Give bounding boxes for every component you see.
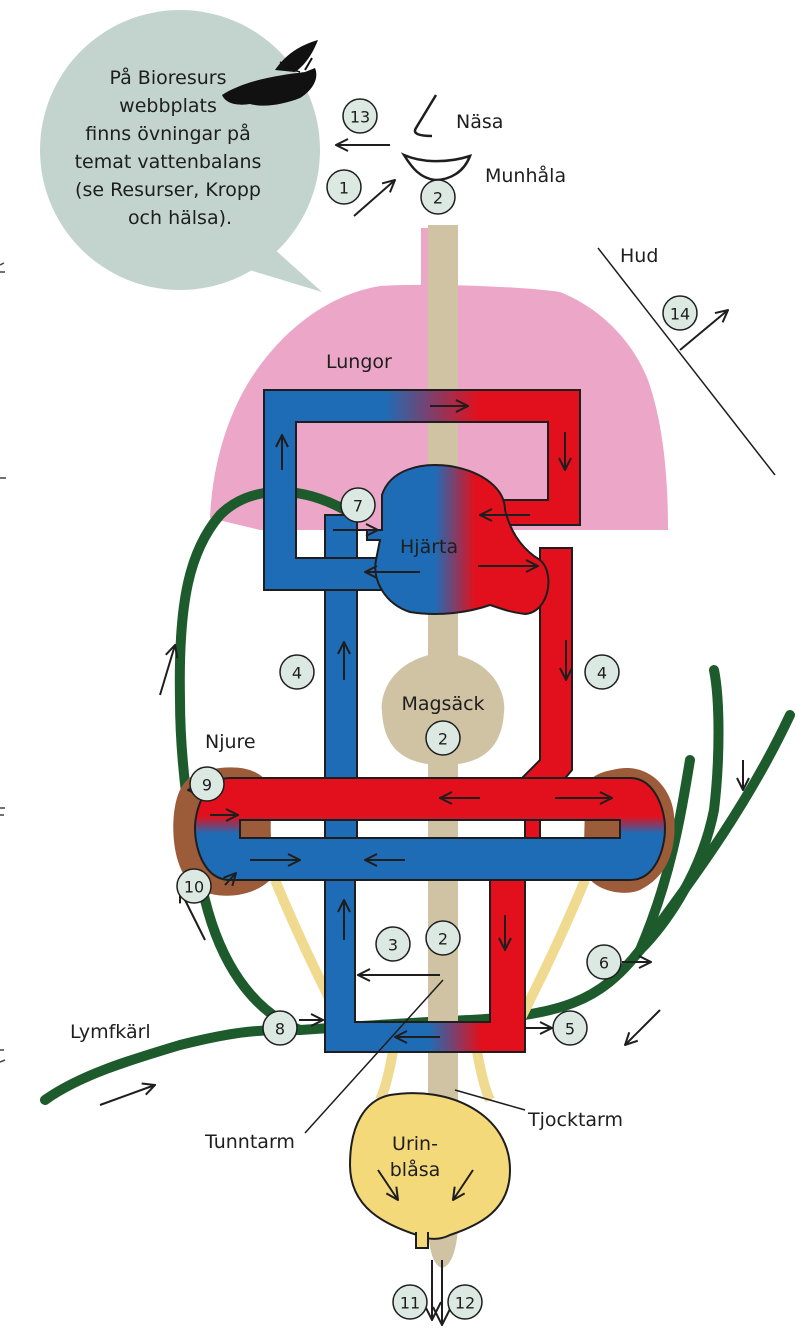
- marker-number: 9: [202, 776, 212, 795]
- callout-line-1: På Bioresurs: [110, 66, 227, 89]
- marker-2-stomach: 2: [426, 721, 460, 755]
- label-nose: Näsa: [456, 111, 503, 133]
- nose-outline: [415, 95, 436, 136]
- urethra: [416, 1232, 428, 1248]
- label-bladder-line-1: Urin-: [392, 1133, 438, 1155]
- trachea-stripe: [421, 228, 428, 298]
- marker-number: 1: [339, 179, 349, 198]
- marker-2-mouth: 2: [421, 180, 455, 214]
- marker-8: 8: [263, 1011, 297, 1045]
- marker-number: 7: [353, 497, 363, 516]
- marker-number: 8: [275, 1020, 285, 1039]
- marker-4-right: 4: [585, 655, 619, 689]
- marker-5: 5: [553, 1011, 587, 1045]
- page-fragment: [0, 1050, 5, 1062]
- marker-11: 11: [393, 1285, 427, 1319]
- marker-number: 4: [597, 664, 607, 683]
- marker-14: 14: [663, 296, 697, 330]
- marker-number: 10: [184, 878, 204, 897]
- marker-3: 3: [376, 927, 410, 961]
- mouth-outline: [404, 155, 470, 180]
- callout-line-2: webbplats: [119, 95, 217, 117]
- intestinal-circulation-loop: [325, 852, 525, 1052]
- marker-9: 9: [190, 767, 224, 801]
- marker-number: 2: [438, 730, 448, 749]
- marker-2-intestine: 2: [426, 921, 460, 955]
- label-bladder-line-2: blåsa: [390, 1158, 441, 1181]
- marker-number: 2: [438, 930, 448, 949]
- marker-number: 14: [670, 305, 690, 324]
- marker-number: 12: [455, 1294, 475, 1313]
- label-stomach: Magsäck: [401, 693, 484, 715]
- label-heart: Hjärta: [400, 536, 458, 558]
- marker-number: 2: [433, 189, 443, 208]
- marker-7: 7: [341, 488, 375, 522]
- marker-number: 4: [292, 664, 302, 683]
- callout-line-5: (se Resurser, Kropp: [75, 179, 261, 201]
- label-small-intestine: Tunntarm: [204, 1131, 295, 1153]
- marker-6: 6: [587, 945, 621, 979]
- label-lungs: Lungor: [326, 351, 392, 373]
- marker-13: 13: [343, 99, 377, 133]
- marker-number: 11: [400, 1294, 420, 1313]
- marker-number: 3: [388, 936, 398, 955]
- label-lymph: Lymfkärl: [70, 1021, 151, 1043]
- label-kidney: Njure: [205, 731, 256, 753]
- marker-12: 12: [448, 1285, 482, 1319]
- marker-number: 5: [565, 1020, 575, 1039]
- marker-number: 6: [599, 954, 609, 973]
- marker-number: 13: [350, 108, 370, 127]
- label-large-intestine: Tjocktarm: [527, 1109, 623, 1131]
- marker-10: 10: [177, 869, 211, 903]
- callout-line-4: temat vattenbalans: [75, 151, 262, 173]
- marker-4-left: 4: [280, 655, 314, 689]
- marker-1: 1: [327, 170, 361, 204]
- callout-line-3: finns övningar på: [85, 122, 250, 145]
- page-fragment: [0, 263, 5, 272]
- page-fragment: [0, 808, 5, 815]
- label-skin: Hud: [620, 245, 658, 267]
- callout-line-6: och hälsa).: [128, 207, 232, 229]
- label-mouth: Munhåla: [485, 164, 566, 187]
